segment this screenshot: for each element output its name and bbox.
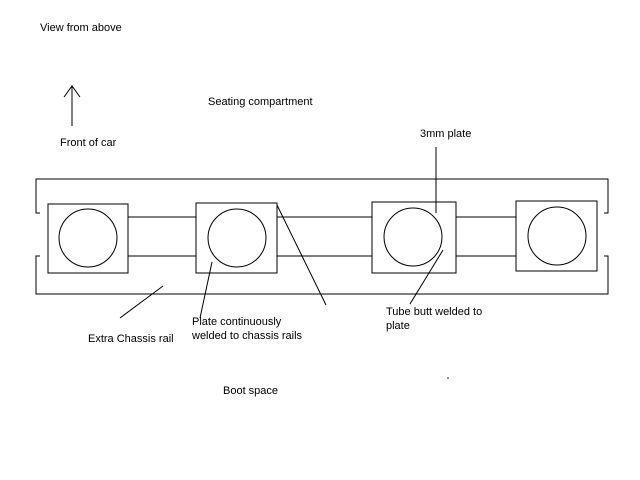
seating-label: Seating compartment [208, 96, 313, 108]
chassis-frame-top [35, 178, 609, 214]
leader-plate-welded-b [276, 204, 327, 306]
plate-3mm-label: 3mm plate [420, 128, 471, 140]
leader-lines [119, 147, 444, 319]
leader-tube-weld [409, 249, 444, 305]
view-label: View from above [40, 22, 122, 34]
mount-plate-3 [371, 201, 457, 274]
plate-welded-label-line2: welded to chassis rails [191, 330, 303, 342]
leader-plate-welded-a [199, 261, 213, 319]
mount-plate-2 [195, 202, 278, 274]
tube-2 [207, 208, 267, 268]
boot-label: Boot space [223, 385, 278, 397]
plate-welded-label-line1: Plate continuously [192, 316, 282, 328]
mount-plate-4 [515, 200, 598, 272]
tube-weld-label-line1: Tube butt welded to [386, 306, 482, 318]
leader-extra-rail [119, 285, 164, 319]
arrow-up-icon [63, 85, 81, 126]
tube-weld-label-line2: plate [386, 320, 410, 332]
chassis-frame-bottom [35, 255, 609, 295]
mount-plate-1 [47, 203, 129, 274]
tube-3 [383, 207, 443, 267]
front-label: Front of car [60, 137, 117, 149]
stray-mark [447, 377, 449, 379]
inner-rails [128, 216, 516, 257]
extra-rail-label: Extra Chassis rail [88, 333, 174, 345]
tube-4 [527, 206, 587, 266]
tube-1 [58, 208, 118, 268]
